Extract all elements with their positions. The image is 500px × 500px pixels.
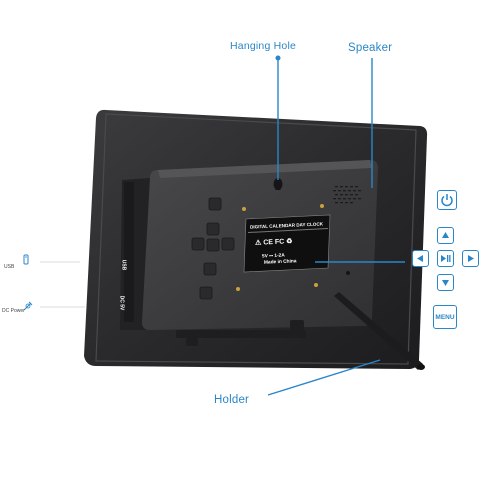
callout-speaker: Speaker [348, 42, 393, 54]
arrow-left-icon [417, 255, 423, 262]
arrow-up-icon [442, 232, 449, 238]
dc-plug-icon [23, 301, 33, 311]
play-pause-button[interactable] [437, 250, 454, 267]
power-button[interactable] [437, 190, 457, 210]
play-pause-icon [441, 255, 451, 262]
down-button[interactable] [437, 274, 454, 291]
up-button[interactable] [437, 227, 454, 244]
power-icon [441, 194, 453, 207]
holder-stand [334, 292, 423, 370]
dc-power-port-label: DC Power [2, 308, 25, 314]
arrow-down-icon [442, 280, 449, 286]
usb-icon [23, 254, 29, 265]
right-button[interactable] [462, 250, 479, 267]
callout-hanging-hole: Hanging Hole [230, 40, 297, 52]
menu-button[interactable]: MENU [433, 305, 457, 329]
callout-holder: Holder [214, 394, 250, 406]
left-button[interactable] [412, 250, 429, 267]
arrow-right-icon [468, 255, 474, 262]
usb-port-label: USB [4, 264, 15, 270]
